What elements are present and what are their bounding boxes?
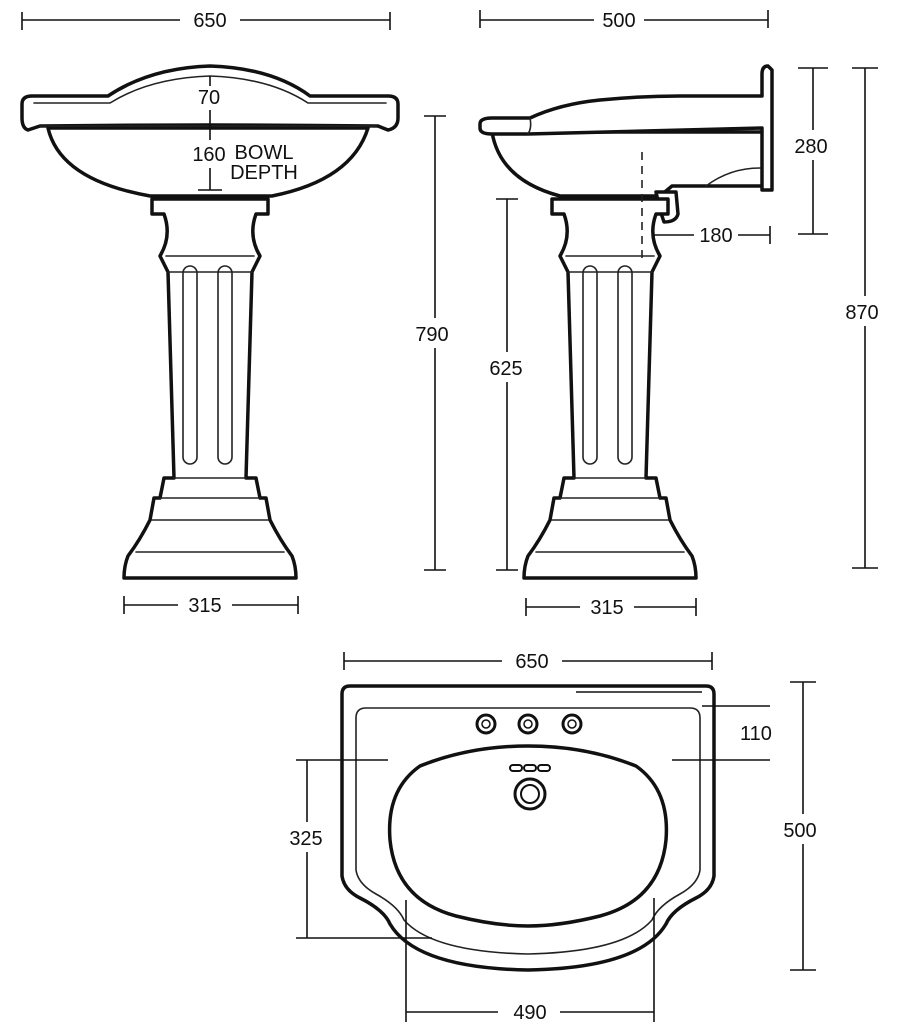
tap-hole-left-icon [475,713,497,735]
front-view [20,64,400,580]
dim-total-height: 870 [845,302,878,324]
dim-side-depth: 500 [602,10,635,32]
dim-side-pedestal-height: 625 [489,358,522,380]
side-basin-top [478,64,774,192]
side-view [478,64,774,580]
side-bowl [490,130,770,198]
plan-view [340,684,716,972]
tap-hole-centre-icon [517,713,539,735]
dim-bowl-width: 490 [513,1002,546,1024]
dim-wall-height: 280 [794,136,827,158]
waste-outlet-icon [513,777,547,811]
bowl-depth-label-2: DEPTH [230,162,298,184]
dim-plan-depth: 500 [783,820,816,842]
dim-bowl-depth-value: 160 [192,144,225,166]
tap-hole-right-icon [561,713,583,735]
dim-front-width: 650 [193,10,226,32]
dim-bowl-rim: 70 [198,87,220,109]
overflow-slot-icon [509,764,523,772]
dim-front-height: 790 [415,324,448,346]
bowl-depth-label-1: BOWL [235,142,294,164]
dim-side-base-width: 315 [590,597,623,619]
dim-tap-hole-offset: 110 [740,723,772,745]
dim-plan-width: 650 [515,651,548,673]
dimension-lines [21,10,878,1022]
plan-bowl [387,744,669,928]
front-bowl [46,126,370,198]
dim-waste-offset: 180 [699,225,732,247]
dim-bowl-length: 325 [289,828,322,850]
dim-front-base-width: 315 [188,595,221,617]
